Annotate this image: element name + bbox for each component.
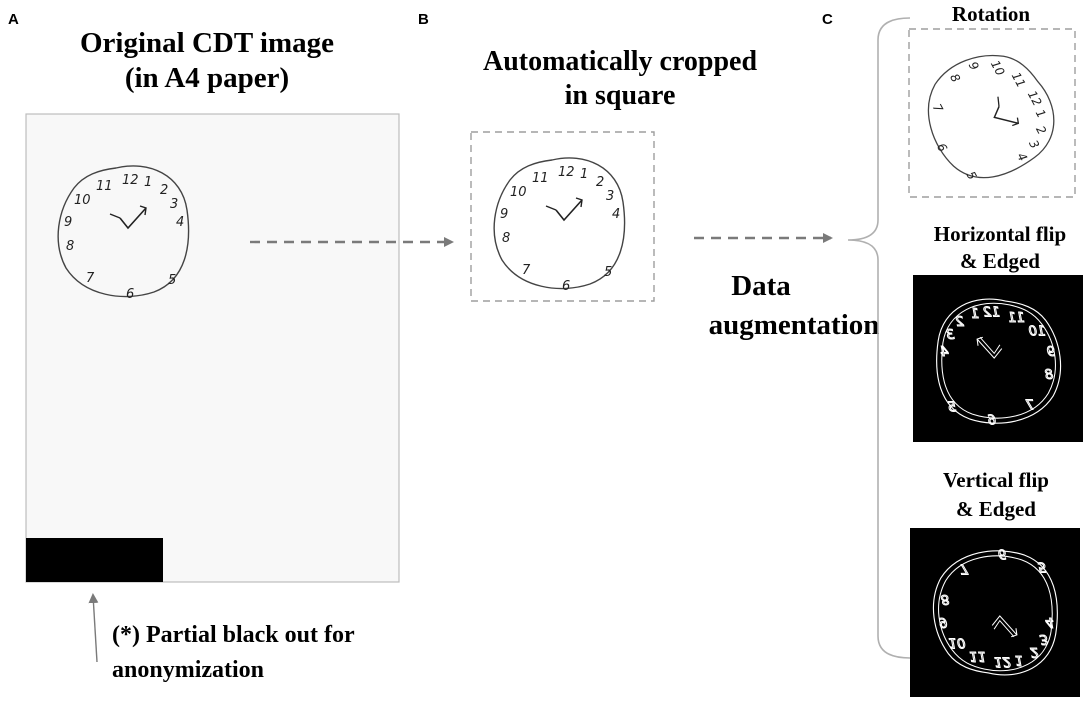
svg-text:6: 6: [126, 287, 134, 302]
svg-text:5: 5: [1038, 559, 1046, 574]
a4-paper: [25, 113, 400, 583]
svg-text:7: 7: [522, 263, 531, 278]
svg-text:1: 1: [144, 175, 152, 190]
svg-text:12: 12: [983, 305, 1000, 320]
svg-text:2: 2: [1033, 124, 1049, 137]
svg-text:11: 11: [1008, 311, 1025, 326]
panel-b-title-line1: Automatically cropped: [483, 46, 757, 77]
clock-drawing-rotated: 12 1 2 3 4 5 6 7 8 9 10 11: [907, 33, 1072, 197]
svg-text:2: 2: [955, 315, 963, 330]
clock-drawing-hflip: 12 1 2 3 4 5 6 7 8 9 10 11: [936, 298, 1062, 429]
svg-text:10: 10: [1029, 324, 1046, 339]
svg-text:10: 10: [510, 185, 527, 200]
svg-text:7: 7: [930, 101, 946, 115]
svg-text:1: 1: [1015, 652, 1023, 667]
panel-a-title-line1: Original CDT image: [80, 27, 334, 59]
svg-text:5: 5: [168, 273, 176, 288]
hflip-label-line1: Horizontal flip: [934, 222, 1066, 246]
hflip-label-line2: & Edged: [960, 249, 1040, 273]
panel-b-letter: B: [418, 11, 429, 28]
svg-text:10: 10: [74, 193, 91, 208]
clock-drawing-vflip: 12 1 2 3 4 5 6 7 8 9 10 11: [932, 545, 1058, 676]
svg-text:3: 3: [606, 189, 614, 204]
svg-text:7: 7: [86, 271, 95, 286]
rotation-label: Rotation: [952, 2, 1030, 26]
svg-text:8: 8: [941, 591, 949, 606]
svg-text:2: 2: [1030, 644, 1038, 659]
svg-text:3: 3: [1040, 631, 1048, 646]
panel-a-letter: A: [8, 11, 19, 28]
svg-text:4: 4: [612, 207, 620, 222]
blackout-note-line1: (*) Partial black out for: [112, 622, 355, 648]
svg-text:5: 5: [948, 400, 956, 415]
panel-b: B Automatically cropped in square 12 1 2…: [418, 11, 757, 302]
blackout-box: [26, 538, 163, 582]
clock-numbers-cropped: 12 1 2 3 4 5 6 7 8 9 10 11: [500, 165, 620, 294]
clock-numbers-hflip: 12 1 2 3 4 5 6 7 8 9 10 11: [940, 305, 1056, 429]
svg-text:1: 1: [1033, 107, 1049, 120]
svg-text:11: 11: [532, 171, 549, 186]
svg-text:6: 6: [562, 279, 570, 294]
vflip-label-line1: Vertical flip: [943, 468, 1049, 492]
svg-text:12: 12: [1025, 88, 1045, 108]
clock-numbers-original: 12 1 2 3 4 5 6 7 8 9 10 11: [64, 173, 184, 302]
panel-b-title-line2: in square: [565, 80, 676, 111]
clock-drawing-original: 12 1 2 3 4 5 6 7 8 9 10 11: [57, 165, 190, 302]
svg-text:7: 7: [1025, 398, 1034, 413]
clock-drawing-cropped: 12 1 2 3 4 5 6 7 8 9 10 11: [493, 157, 626, 294]
svg-text:4: 4: [176, 215, 184, 230]
svg-text:3: 3: [946, 328, 954, 343]
svg-text:11: 11: [969, 648, 986, 663]
svg-text:2: 2: [596, 175, 604, 190]
svg-text:5: 5: [963, 169, 979, 182]
svg-text:4: 4: [1045, 614, 1053, 629]
svg-text:9: 9: [939, 614, 947, 629]
svg-text:1: 1: [580, 167, 588, 182]
clock-numbers-vflip: 12 1 2 3 4 5 6 7 8 9 10 11: [938, 545, 1054, 669]
svg-text:3: 3: [1026, 138, 1042, 151]
panel-a-title-line2: (in A4 paper): [125, 62, 289, 94]
svg-text:10: 10: [949, 635, 966, 650]
svg-text:12: 12: [994, 654, 1011, 669]
vflip-label-line2: & Edged: [956, 497, 1036, 521]
svg-text:11: 11: [1009, 70, 1029, 90]
panel-c-letter: C: [822, 11, 833, 28]
augmentation-brace: [847, 17, 911, 659]
svg-text:5: 5: [604, 265, 612, 280]
blackout-pointer-arrow: [88, 593, 99, 663]
augmentation-label-line1: Data: [731, 270, 791, 302]
svg-text:12: 12: [558, 165, 575, 180]
svg-text:4: 4: [940, 345, 948, 360]
svg-text:10: 10: [988, 58, 1008, 78]
svg-text:1: 1: [971, 307, 979, 322]
clock-numbers-rotated: 12 1 2 3 4 5 6 7 8 9 10 11: [930, 58, 1049, 182]
svg-text:11: 11: [96, 179, 113, 194]
svg-text:9: 9: [500, 207, 508, 222]
panel-c: C Rotation 12 1 2 3 4 5 6 7 8 9 10 11 Ho…: [822, 2, 1083, 697]
blackout-note-line2: anonymization: [112, 657, 264, 683]
svg-text:6: 6: [988, 414, 996, 429]
augmentation-label-line2: augmentation: [709, 309, 880, 341]
svg-text:2: 2: [160, 183, 168, 198]
svg-text:3: 3: [170, 197, 178, 212]
crop-box: [470, 131, 655, 302]
svg-text:12: 12: [122, 173, 139, 188]
svg-text:7: 7: [960, 561, 969, 576]
panel-a: A Original CDT image (in A4 paper) 12 1 …: [8, 11, 400, 683]
vflip-edged-image: [910, 528, 1080, 697]
svg-text:9: 9: [64, 215, 72, 230]
svg-text:9: 9: [966, 59, 982, 72]
svg-text:8: 8: [1045, 368, 1053, 383]
svg-text:9: 9: [1047, 345, 1055, 360]
svg-text:8: 8: [66, 239, 74, 254]
svg-text:8: 8: [947, 71, 963, 85]
svg-text:6: 6: [998, 545, 1006, 560]
svg-text:8: 8: [502, 231, 510, 246]
